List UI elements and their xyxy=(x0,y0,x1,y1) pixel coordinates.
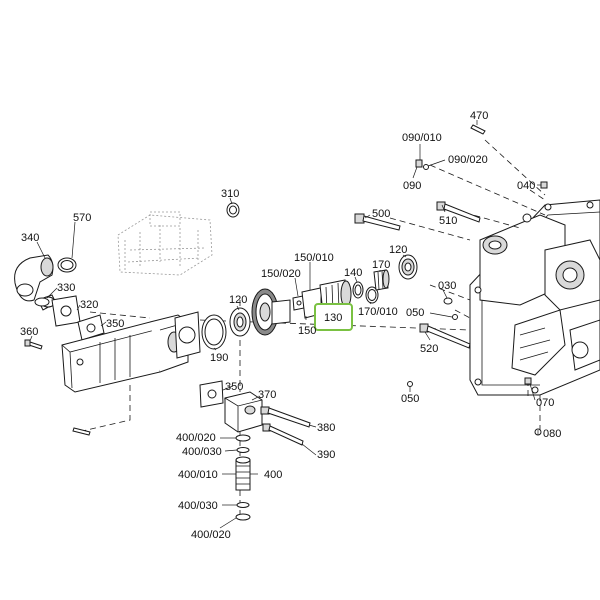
label-090: 090 xyxy=(403,180,421,192)
label-130[interactable]: 130 xyxy=(324,312,342,324)
bolt-360 xyxy=(24,339,43,350)
label-170-010: 170/010 xyxy=(358,306,398,318)
plug-040 xyxy=(540,181,548,189)
plug-050a xyxy=(452,314,458,320)
flange-plate xyxy=(174,311,201,359)
label-510: 510 xyxy=(439,215,457,227)
gasket-320 xyxy=(51,295,81,327)
label-370: 370 xyxy=(258,389,276,401)
label-380: 380 xyxy=(317,422,335,434)
washer-030 xyxy=(443,297,453,305)
label-390: 390 xyxy=(317,449,335,461)
bolt-pump xyxy=(72,427,91,436)
bearing-120-right xyxy=(398,254,418,280)
plug-070 xyxy=(524,377,532,385)
bolt-510 xyxy=(436,201,481,223)
gear-150 xyxy=(251,288,291,336)
oring-400-020a xyxy=(235,434,251,442)
label-320: 320 xyxy=(80,299,98,311)
highlight-box-130[interactable] xyxy=(314,303,353,331)
label-340: 340 xyxy=(21,232,39,244)
bolt-380 xyxy=(260,406,311,428)
label-090-010: 090/010 xyxy=(402,132,442,144)
label-150-020: 150/020 xyxy=(261,268,301,280)
label-310: 310 xyxy=(221,188,239,200)
label-040: 040 xyxy=(517,180,535,192)
label-170: 170 xyxy=(372,259,390,271)
fitting-090 xyxy=(415,159,429,170)
label-570: 570 xyxy=(73,212,91,224)
bolt-500 xyxy=(354,213,401,231)
label-120-right: 120 xyxy=(389,244,407,256)
gearbox-housing xyxy=(469,199,600,396)
bolt-390 xyxy=(262,423,304,446)
label-400-010: 400/010 xyxy=(178,469,218,481)
label-090-020: 090/020 xyxy=(448,154,488,166)
plug-050b xyxy=(407,381,413,387)
label-400-030-top: 400/030 xyxy=(182,446,222,458)
label-330: 330 xyxy=(57,282,75,294)
label-360: 360 xyxy=(20,326,38,338)
bearing-170 xyxy=(373,269,390,291)
oring-400-030a xyxy=(236,447,250,453)
gasket-350-lower xyxy=(199,380,224,408)
bearing-120-left xyxy=(229,307,251,337)
label-470: 470 xyxy=(470,110,488,122)
label-050-lower: 050 xyxy=(401,393,419,405)
ring-310 xyxy=(226,202,240,218)
label-350-upper: 350 xyxy=(106,318,124,330)
oring-400-030b xyxy=(236,502,250,508)
label-070: 070 xyxy=(536,397,554,409)
label-150: 150 xyxy=(298,325,316,337)
plate-350-upper xyxy=(77,314,105,341)
engine-block-ghost xyxy=(117,211,213,276)
label-050-upper: 050 xyxy=(406,307,424,319)
ring-170-010 xyxy=(365,286,379,304)
label-400: 400 xyxy=(264,469,282,481)
label-190: 190 xyxy=(210,352,228,364)
seal-ring-190 xyxy=(201,314,227,350)
washer-140 xyxy=(352,281,364,299)
label-350-lower: 350 xyxy=(225,381,243,393)
label-030: 030 xyxy=(438,280,456,292)
valve-block-370 xyxy=(224,391,263,433)
label-400-020-bottom: 400/020 xyxy=(191,529,231,541)
pin-470 xyxy=(470,124,486,135)
bolt-520 xyxy=(419,323,471,349)
label-520: 520 xyxy=(420,343,438,355)
oring-330 xyxy=(34,297,50,307)
label-150-010: 150/010 xyxy=(294,252,334,264)
label-400-030-bottom: 400/030 xyxy=(178,500,218,512)
label-500: 500 xyxy=(372,208,390,220)
part-labels: 470 090/010 090/020 090 040 510 500 310 … xyxy=(20,110,561,541)
label-140: 140 xyxy=(344,267,362,279)
sleeve-400-010 xyxy=(235,456,251,491)
leader-lines xyxy=(29,120,541,529)
label-120-left: 120 xyxy=(229,294,247,306)
label-400-020-top: 400/020 xyxy=(176,432,216,444)
oring-400-020b xyxy=(235,513,251,521)
label-080: 080 xyxy=(543,428,561,440)
